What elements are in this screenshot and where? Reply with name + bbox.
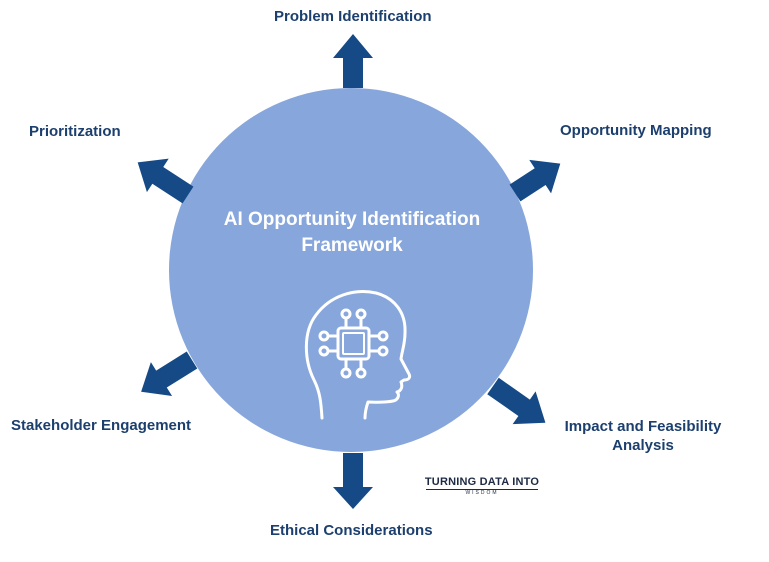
label-opportunity-mapping: Opportunity Mapping [560,122,712,139]
arrow-ethical-considerations [333,453,373,509]
arrow-prioritization [137,158,194,204]
label-prioritization: Prioritization [29,123,121,140]
label-impact-feasibility-line1: Impact and Feasibility [564,418,722,435]
label-stakeholder-engagement: Stakeholder Engagement [11,417,192,434]
arrow-stakeholder-engagement [141,351,198,397]
center-circle [169,88,533,452]
center-title: AI Opportunity Identification Framework [196,207,508,259]
arrow-problem-identification [333,34,373,88]
label-impact-feasibility-line2: Analysis [612,437,674,454]
logo-sub-text: WISDOM [426,489,538,496]
arrow-impact-feasibility [487,377,546,425]
logo-main-text: TURNING DATA INTO [424,476,540,488]
ai-brain-chip-icon [304,290,412,420]
label-ethical-considerations: Ethical Considerations [270,522,433,539]
label-impact-feasibility: Impact and Feasibility Analysis [557,417,729,455]
label-problem-identification: Problem Identification [274,8,432,25]
arrow-opportunity-mapping [509,159,561,202]
center-title-line2: Framework [301,235,403,256]
brand-logo: TURNING DATA INTO WISDOM [418,476,546,496]
center-title-line1: AI Opportunity Identification [223,209,481,230]
